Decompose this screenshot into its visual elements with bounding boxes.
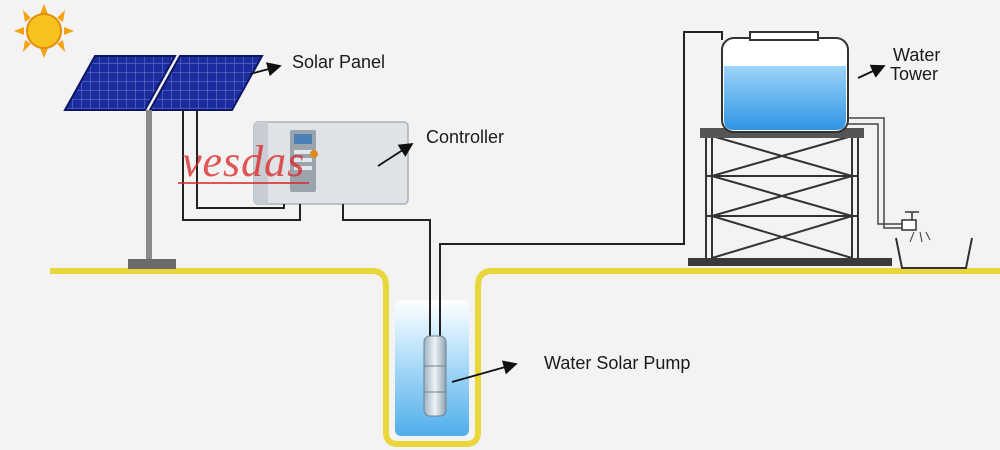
sun-icon [14,4,74,58]
solar-panel [63,55,264,111]
tower-base [688,258,892,266]
solar-panel-label: Solar Panel [292,52,386,72]
panel-pole-base [128,259,176,269]
panel-wires [182,110,301,221]
tap-icon [901,211,931,243]
water-tank [721,31,849,133]
pump-body [423,335,447,417]
tower-structure [705,135,859,261]
water-tower-label-line1: Water [893,45,941,65]
label-arrows [249,62,886,383]
ground-line [50,268,1000,447]
water-solar-pump-label: Water Solar Pump [544,353,691,373]
watermark-logo: vesdas [178,140,310,184]
controller-pump-wire [342,204,431,338]
controller-label: Controller [426,127,505,147]
water-tower-label-line2: Tower [890,64,939,84]
panel-pole [146,110,152,262]
outlet-pipe [848,117,904,229]
riser-pipe [439,31,723,338]
basin [895,237,973,269]
